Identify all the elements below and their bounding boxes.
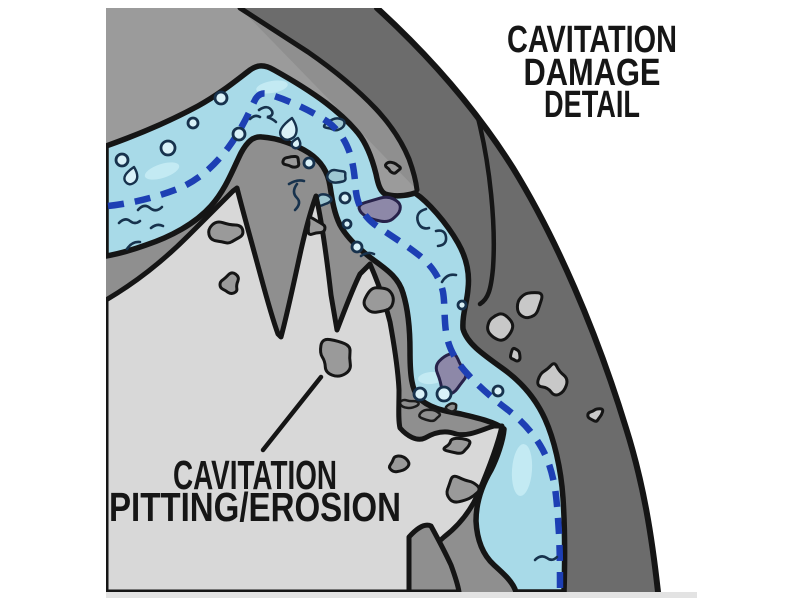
casing-erosion-pit [509, 346, 522, 363]
turbulence-squiggle [359, 251, 376, 258]
debris-fragment [444, 402, 458, 413]
title-line-1: CAVITATION [507, 19, 677, 61]
turbulence-squiggle [248, 114, 262, 121]
title-line-3: DETAIL [544, 84, 640, 126]
turbulence-squiggle [440, 273, 458, 284]
turbulence-squiggle [257, 105, 278, 124]
cavitation-bubble [302, 156, 316, 170]
cavitation-pit [281, 154, 301, 169]
casing-outer-edge-line [374, 8, 661, 592]
title-line-2: DAMAGE [524, 52, 661, 94]
bottom-shadow [106, 592, 697, 598]
casing-erosion-pit [486, 312, 515, 342]
turbulence-squiggle [416, 207, 431, 230]
cavitation-pit [362, 286, 395, 314]
cavitation-bubble [186, 116, 200, 130]
upper-metal-wedge [106, 8, 417, 196]
cavitation-pit [442, 436, 472, 455]
debris-fragment [418, 408, 442, 423]
turbulence-squiggle [533, 555, 559, 562]
cavitation-bubble [338, 191, 352, 205]
cavitation-bubble [231, 126, 247, 142]
outside-casing-white-region [377, 8, 697, 592]
water-highlight [144, 162, 180, 180]
cavitation-bubble [213, 90, 229, 106]
turbulence-squiggle [287, 179, 306, 186]
cavitation-bubble [350, 240, 364, 254]
water-droplet [123, 165, 139, 186]
pitting-label-line-1: CAVITATION [173, 452, 337, 498]
cavitation-pit [319, 337, 352, 378]
debris-fragment [398, 398, 420, 410]
flow-path-dashed-line [107, 90, 564, 592]
cavitation-bubble [412, 386, 428, 402]
casing-erosion-pit [515, 291, 544, 320]
cavitation-bubble [159, 139, 177, 157]
cavitation-pit [384, 160, 402, 175]
casing-inner-edge-line [237, 8, 420, 193]
turbulence-squiggle [434, 229, 448, 248]
cavitation-bubble [456, 299, 468, 311]
cavitation-pit [306, 215, 327, 236]
casing-erosion-pit [536, 362, 569, 397]
cavitation-pit [388, 454, 411, 474]
cavitation-bubble [491, 384, 505, 398]
cavitation-pit [218, 271, 240, 295]
debris-fragment [326, 168, 347, 184]
cavitation-pit [207, 220, 245, 245]
eroded-tooth [406, 522, 462, 592]
turbulence-squiggle [149, 223, 165, 230]
cavitation-bubble [114, 152, 130, 168]
turbulence-squiggle [292, 182, 301, 212]
water-droplet [278, 116, 298, 141]
label-leader-line [260, 374, 324, 453]
turbulence-squiggle [117, 218, 142, 225]
casing-erosion-pit [586, 407, 605, 423]
turbulence-squiggle [136, 204, 164, 212]
water-droplet [290, 136, 302, 150]
title-leader-line [475, 115, 497, 307]
water-highlight [511, 444, 533, 496]
pitting-label-line-2: PITTING/EROSION [109, 484, 401, 530]
turbulence-squiggle [125, 240, 142, 251]
cavitation-pit [445, 474, 481, 504]
cavitation-bubble [341, 218, 353, 230]
cavitation-bubble [435, 385, 453, 403]
